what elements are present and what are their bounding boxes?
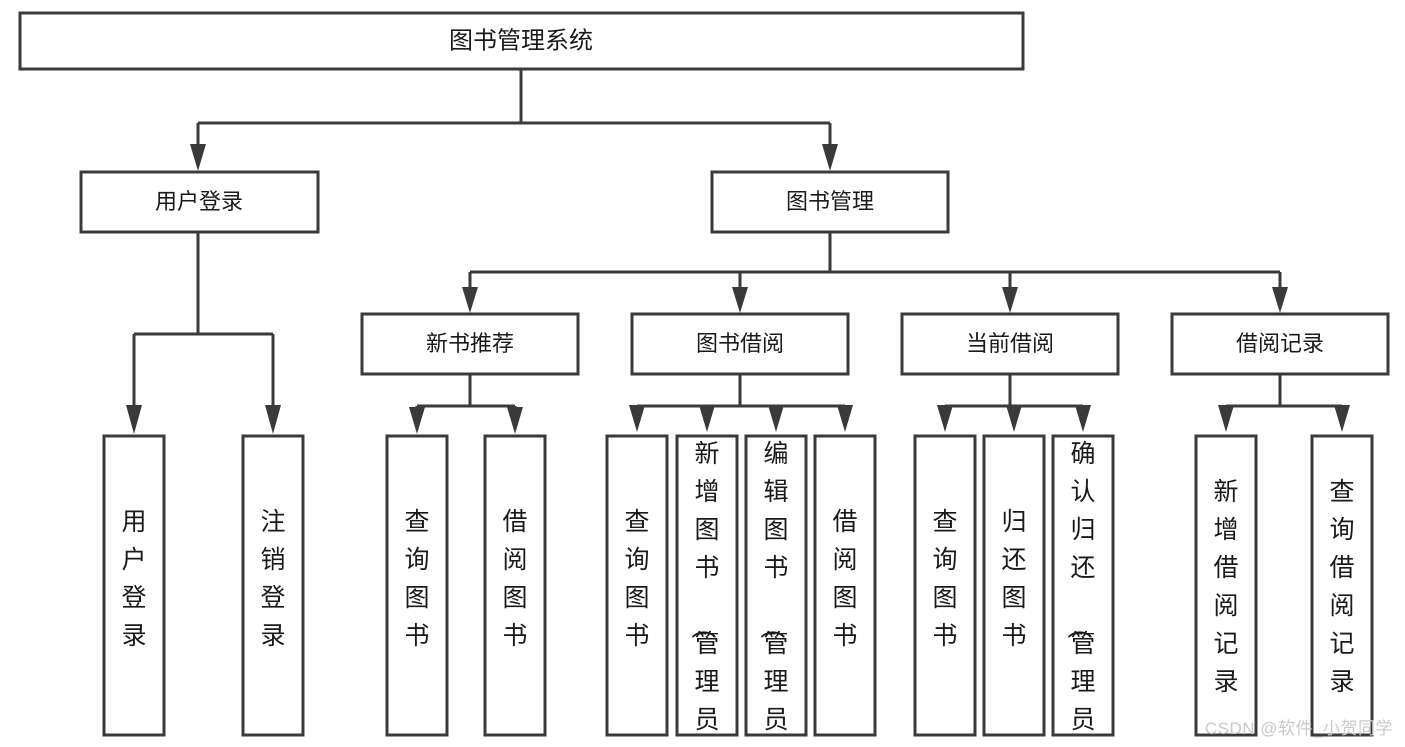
arrow-current-borrow-leaf2 xyxy=(1006,405,1022,432)
node-book-borrow-label: 图书借阅 xyxy=(696,331,784,356)
leaf-query-book-borrow[interactable]: 查询图书 xyxy=(605,434,669,737)
node-current-borrow[interactable]: 当前借阅 xyxy=(900,312,1120,376)
leaf-edit-book-admin[interactable]: 编辑图书（管理员） xyxy=(744,434,808,747)
leaf-logout-label: 注销登录 xyxy=(260,508,285,650)
leaf-return-book-box[interactable] xyxy=(982,434,1046,737)
arrow-user-login-leaf2 xyxy=(265,405,281,434)
leaf-logout[interactable]: 注销登录 xyxy=(241,434,305,737)
arrow-current-borrow-leaf3 xyxy=(1075,405,1091,432)
leaf-return-book-label: 归还图书 xyxy=(1001,508,1026,650)
leaf-borrow-book-new-box[interactable] xyxy=(483,434,547,737)
node-book-management[interactable]: 图书管理 xyxy=(710,170,950,234)
node-borrow-record-label: 借阅记录 xyxy=(1236,331,1324,356)
node-new-book-recommend-box[interactable] xyxy=(360,312,580,376)
leaf-logout-box[interactable] xyxy=(241,434,305,737)
leaf-add-book-admin-box[interactable] xyxy=(675,434,739,737)
node-root[interactable]: 图书管理系统 xyxy=(18,11,1025,71)
leaf-query-book-current-box[interactable] xyxy=(913,434,977,737)
arrow-borrow-record-leaf1 xyxy=(1218,405,1234,432)
arrow-user-login-leaf1 xyxy=(126,405,142,434)
connector-layer xyxy=(126,69,1350,434)
node-root-box[interactable] xyxy=(18,11,1025,71)
arrow-book-borrow-leaf3 xyxy=(768,405,784,432)
leaf-add-book-admin-label: 新增图书（管理员） xyxy=(688,440,719,747)
arrow-to-new-book xyxy=(462,287,478,313)
arrow-to-current-borrow xyxy=(1002,287,1018,313)
arrow-current-borrow-leaf1 xyxy=(937,405,953,432)
leaf-query-book-current[interactable]: 查询图书 xyxy=(913,434,977,737)
leaf-edit-book-admin-box[interactable] xyxy=(744,434,808,737)
arrow-to-book-borrow xyxy=(732,287,748,313)
leaf-query-borrow-record-label: 查询借阅记录 xyxy=(1329,478,1354,696)
leaf-borrow-book-borrow-label: 借阅图书 xyxy=(832,508,857,650)
leaf-borrow-book-borrow-box[interactable] xyxy=(813,434,877,737)
node-book-management-box[interactable] xyxy=(710,170,950,234)
arrow-to-book-mgmt xyxy=(822,144,838,171)
node-root-label: 图书管理系统 xyxy=(449,27,593,54)
leaf-borrow-book-new-label: 借阅图书 xyxy=(502,508,527,650)
arrow-new-book-leaf1 xyxy=(409,407,425,434)
node-book-borrow-box[interactable] xyxy=(630,312,850,376)
node-book-management-label: 图书管理 xyxy=(786,189,874,214)
leaf-confirm-return-admin[interactable]: 确认归还（管理员） xyxy=(1051,434,1115,747)
leaf-return-book[interactable]: 归还图书 xyxy=(982,434,1046,737)
leaf-borrow-book-new[interactable]: 借阅图书 xyxy=(483,434,547,737)
node-user-login-label: 用户登录 xyxy=(155,189,243,214)
node-user-login-box[interactable] xyxy=(79,170,320,234)
leaf-confirm-return-admin-box[interactable] xyxy=(1051,434,1115,737)
node-new-book-recommend[interactable]: 新书推荐 xyxy=(360,312,580,376)
leaf-query-book-new[interactable]: 查询图书 xyxy=(385,434,449,737)
leaf-query-book-borrow-label: 查询图书 xyxy=(624,508,649,650)
leaf-confirm-return-admin-label: 确认归还（管理员） xyxy=(1064,440,1095,747)
node-current-borrow-label: 当前借阅 xyxy=(966,331,1054,356)
arrow-to-user-login xyxy=(190,144,206,171)
arrow-book-borrow-leaf4 xyxy=(837,405,853,432)
leaf-query-borrow-record[interactable]: 查询借阅记录 xyxy=(1310,434,1374,737)
leaf-add-book-admin[interactable]: 新增图书（管理员） xyxy=(675,434,739,747)
leaf-user-login-box[interactable] xyxy=(102,434,166,737)
arrow-new-book-leaf2 xyxy=(507,407,523,434)
node-borrow-record-box[interactable] xyxy=(1170,312,1390,376)
leaf-user-login-label: 用户登录 xyxy=(121,508,146,650)
leaf-add-borrow-record[interactable]: 新增借阅记录 xyxy=(1194,434,1258,737)
node-current-borrow-box[interactable] xyxy=(900,312,1120,376)
leaf-borrow-book-borrow[interactable]: 借阅图书 xyxy=(813,434,877,737)
leaf-query-book-current-label: 查询图书 xyxy=(932,508,957,650)
leaf-query-book-new-box[interactable] xyxy=(385,434,449,737)
leaf-query-book-borrow-box[interactable] xyxy=(605,434,669,737)
arrow-book-borrow-leaf1 xyxy=(629,405,645,432)
arrow-borrow-record-leaf2 xyxy=(1334,405,1350,432)
node-user-login[interactable]: 用户登录 xyxy=(79,170,320,234)
leaf-add-borrow-record-box[interactable] xyxy=(1194,434,1258,737)
node-borrow-record[interactable]: 借阅记录 xyxy=(1170,312,1390,376)
leaf-add-borrow-record-label: 新增借阅记录 xyxy=(1213,478,1238,696)
arrow-to-borrow-record xyxy=(1272,287,1288,313)
arrow-book-borrow-leaf2 xyxy=(699,405,715,432)
leaf-user-login[interactable]: 用户登录 xyxy=(102,434,166,737)
node-new-book-recommend-label: 新书推荐 xyxy=(426,331,514,356)
leaf-query-book-new-label: 查询图书 xyxy=(404,508,429,650)
leaf-query-borrow-record-box[interactable] xyxy=(1310,434,1374,737)
leaf-edit-book-admin-label: 编辑图书（管理员） xyxy=(757,440,788,747)
node-book-borrow[interactable]: 图书借阅 xyxy=(630,312,850,376)
